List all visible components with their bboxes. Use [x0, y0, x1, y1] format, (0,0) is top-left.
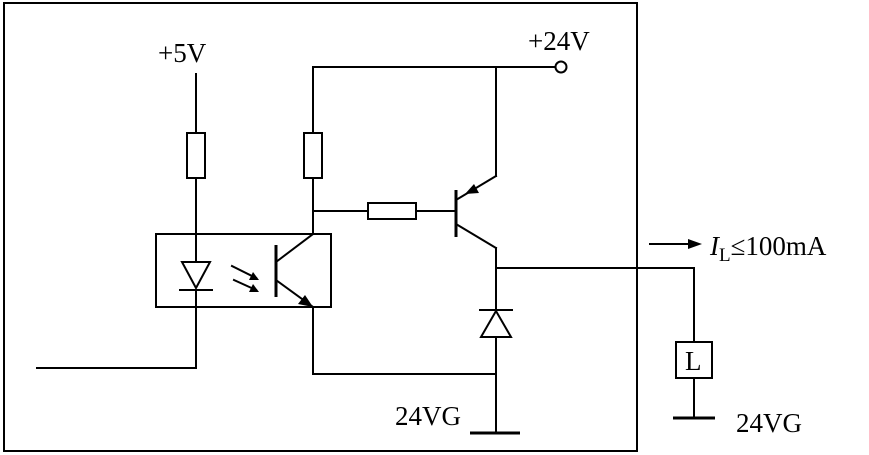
resistor-5v	[186, 132, 206, 179]
phototransistor-collector	[274, 232, 315, 264]
module-boundary	[3, 2, 638, 452]
ground-inner-label: 24VG	[395, 401, 461, 431]
resistor-pullup	[303, 132, 323, 179]
supply-5v-label: +5V	[158, 38, 207, 68]
supply-24v-label: +24V	[528, 26, 590, 56]
ground-outer-label: 24VG	[736, 408, 802, 438]
optocoupler-box	[155, 233, 332, 308]
current-symbol: I	[709, 231, 721, 261]
current-arrow-icon	[688, 239, 702, 249]
terminal-24v-icon	[554, 60, 568, 74]
current-limit-text: IL≤100mA	[709, 231, 827, 266]
led-diode-icon	[180, 261, 212, 291]
resistor-base	[367, 202, 417, 220]
phototransistor-emitter-arrow-icon	[298, 295, 313, 307]
light-emission-arrows-icon	[230, 264, 259, 292]
current-limit-value: ≤100mA	[731, 231, 827, 261]
freewheel-diode-icon	[479, 308, 513, 338]
pnp-emitter-arrow-icon	[465, 184, 479, 194]
pnp-collector	[454, 222, 498, 250]
load-label: L	[685, 346, 702, 376]
current-subscript: L	[719, 245, 731, 266]
